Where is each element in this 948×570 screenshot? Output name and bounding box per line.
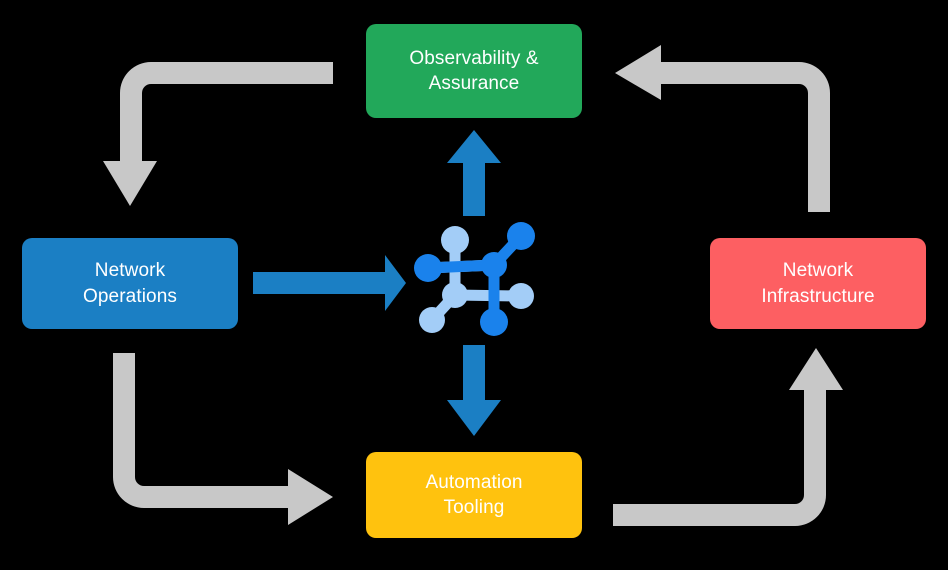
network-topology-icon (414, 222, 535, 336)
topology-node-bottom-left-light (419, 307, 445, 333)
topology-nodes-light (419, 226, 534, 333)
node-box-observability[interactable]: Observability & Assurance (366, 24, 582, 118)
topology-node-bottom-dark (480, 308, 508, 336)
node-box-network-operations[interactable]: Network Operations (22, 238, 238, 329)
flow-arrow-infrastructure-to-observability (615, 45, 830, 212)
topology-node-hub-dark (481, 252, 507, 278)
topology-node-mid-light (442, 282, 468, 308)
flow-arrow-automation-to-infrastructure (613, 348, 843, 526)
topology-node-top-light (441, 226, 469, 254)
node-box-automation-tooling[interactable]: Automation Tooling (366, 452, 582, 538)
flow-arrow-observability-to-operations (103, 62, 333, 206)
center-arrow-up (447, 130, 501, 216)
topology-node-left-dark (414, 254, 442, 282)
center-arrow-right (253, 255, 406, 311)
topology-node-top-right-dark (507, 222, 535, 250)
center-arrow-down (447, 345, 501, 436)
topology-node-right-light (508, 283, 534, 309)
topology-nodes-dark (414, 222, 535, 336)
flow-arrow-operations-to-automation (113, 353, 333, 525)
node-box-network-infrastructure[interactable]: Network Infrastructure (710, 238, 926, 329)
